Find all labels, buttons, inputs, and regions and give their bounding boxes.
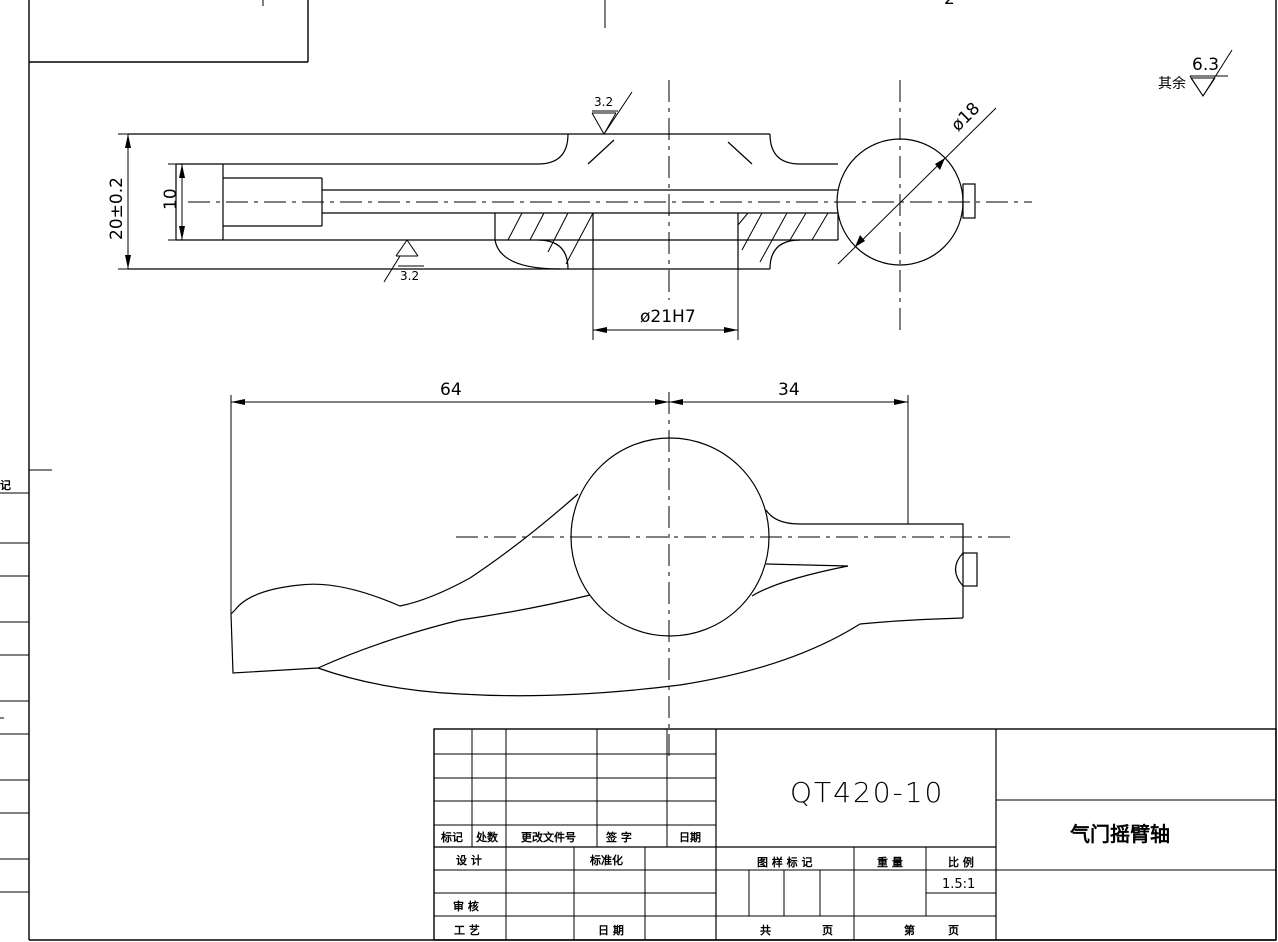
- part-name: 气门摇臂轴: [1069, 822, 1170, 846]
- dim-height-total: 20±0.2: [107, 177, 127, 240]
- title-block: QT420-10 气门摇臂轴 1.5:1 标记 处数 更改文件号 签 字 日期 …: [433, 728, 1277, 941]
- label-scale: 比 例: [948, 855, 974, 869]
- dim-length-right: 34: [778, 380, 800, 400]
- label-page2: 页: [948, 924, 959, 937]
- label-weight: 重 量: [877, 855, 903, 869]
- dim-bore: ø21H7: [640, 307, 696, 327]
- label-date2: 日 期: [598, 923, 624, 937]
- dim-diameter-18: ø18: [947, 99, 984, 136]
- roughness-top-value: 3.2: [594, 95, 613, 109]
- drawing-frame: 2: [28, 0, 1277, 941]
- label-page: 页: [822, 924, 833, 937]
- label-date: 日期: [679, 830, 701, 844]
- left-margin-table: 记: [0, 469, 52, 893]
- roughness-bottom: 3.2: [383, 239, 424, 283]
- label-mark: 标记: [440, 830, 463, 844]
- label-total: 共: [760, 923, 771, 937]
- roughness-rest-value: 6.3: [1192, 55, 1219, 75]
- dim-length-left: 64: [440, 380, 462, 400]
- front-view: 64 34: [230, 380, 1012, 760]
- label-change-doc: 更改文件号: [521, 830, 576, 844]
- roughness-bottom-value: 3.2: [400, 269, 419, 283]
- label-count: 处数: [475, 830, 499, 844]
- label-design: 设 计: [456, 853, 482, 867]
- top-view-dimensions: 20±0.2 10 ø18 ø21H7: [107, 99, 997, 340]
- scale-value: 1.5:1: [942, 877, 975, 892]
- roughness-rest-label: 其余: [1158, 75, 1186, 92]
- top-view: [128, 80, 1032, 330]
- label-standardization: 标准化: [589, 853, 623, 867]
- label-drawing-mark: 图 样 标 记: [757, 855, 813, 869]
- label-signature: 签 字: [605, 830, 632, 844]
- label-review: 审 核: [453, 899, 479, 913]
- border-top-number: 2: [944, 0, 955, 9]
- label-process: 工 艺: [454, 923, 480, 937]
- left-margin-label: 记: [0, 479, 11, 492]
- dim-height-inner: 10: [161, 188, 181, 210]
- roughness-rest-symbol: 其余 6.3: [1158, 49, 1233, 97]
- roughness-top: 3.2: [591, 91, 633, 136]
- material-code: QT420-10: [790, 776, 944, 809]
- label-sheet: 第: [904, 923, 915, 937]
